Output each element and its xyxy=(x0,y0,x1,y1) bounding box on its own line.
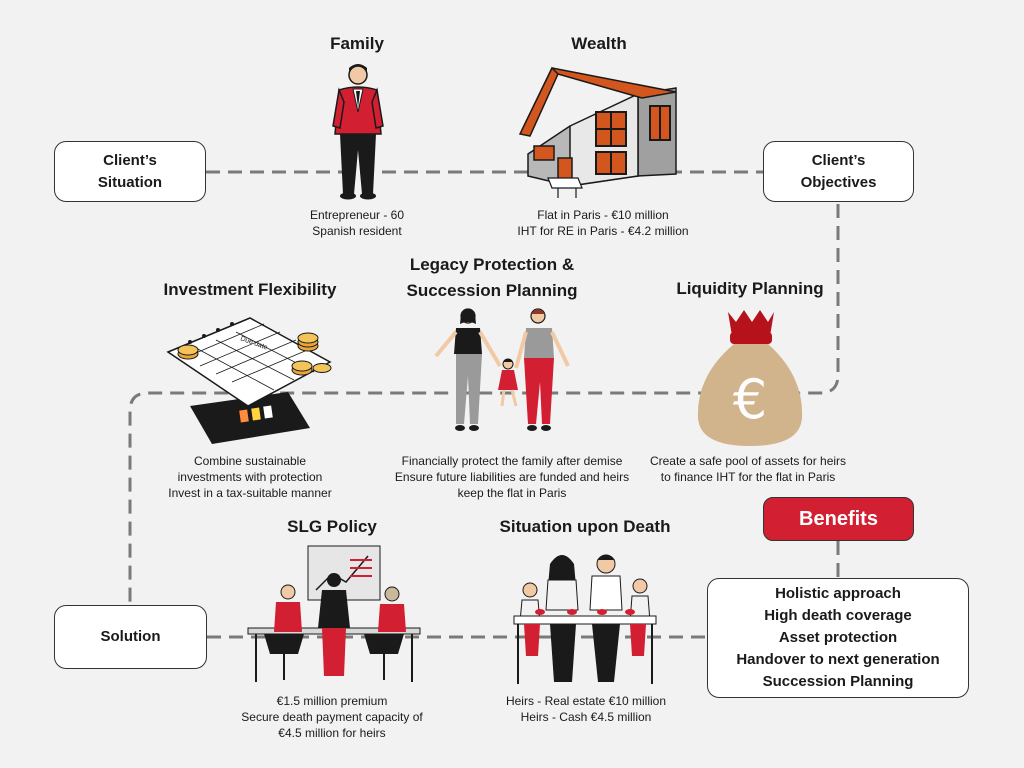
wealth-line: Flat in Paris - €10 million xyxy=(537,208,669,222)
death-line: Heirs - Cash €4.5 million xyxy=(520,710,652,724)
wealth-heading: Wealth xyxy=(571,34,627,53)
slg-heading: SLG Policy xyxy=(287,517,377,536)
benefit-item: Succession Planning xyxy=(762,673,914,690)
family-line: Spanish resident xyxy=(312,224,402,238)
investment-line: Combine sustainable xyxy=(193,454,307,468)
benefit-item: Holistic approach xyxy=(775,585,901,602)
family-dinner-icon xyxy=(513,554,657,684)
slg-line: €1.5 million premium xyxy=(276,694,388,708)
clients-situation-box: Client’s Situation xyxy=(54,141,206,202)
investment-line: Invest in a tax-suitable manner xyxy=(168,486,332,500)
family-line: Entrepreneur - 60 xyxy=(309,208,405,222)
benefit-item: High death coverage xyxy=(764,607,912,624)
death-caption: Heirs - Real estate €10 million Heirs - … xyxy=(484,693,688,725)
family-heading: Family xyxy=(330,34,384,53)
euro-symbol: € xyxy=(733,368,767,431)
calendar-coins-icon: Due date xyxy=(166,317,332,444)
wealth-caption: Flat in Paris - €10 million IHT for RE i… xyxy=(498,207,708,239)
benefit-item: Asset protection xyxy=(778,629,898,646)
investment-caption: Combine sustainable investments with pro… xyxy=(150,453,350,501)
clients-objectives-box: Client’s Objectives xyxy=(763,141,914,202)
legacy-caption: Financially protect the family after dem… xyxy=(380,453,644,501)
business-meeting-icon xyxy=(247,545,421,682)
slg-caption: €1.5 million premium Secure death paymen… xyxy=(222,693,442,741)
legacy-line: keep the flat in Paris xyxy=(457,486,567,500)
investment-line: investments with protection xyxy=(177,470,323,484)
liquidity-heading: Liquidity Planning xyxy=(676,279,824,298)
legacy-line: Financially protect the family after dem… xyxy=(401,454,623,468)
businessman-icon xyxy=(332,64,384,200)
slg-line: €4.5 million for heirs xyxy=(278,726,386,740)
legacy-line: Ensure future liabilities are funded and… xyxy=(394,470,630,484)
investment-heading: Investment Flexibility xyxy=(163,280,337,299)
legacy-heading: Legacy Protection & Succession Planning xyxy=(406,255,578,300)
benefits-list: Holistic approach High death coverage As… xyxy=(707,578,969,698)
liquidity-line: Create a safe pool of assets for heirs xyxy=(649,454,847,468)
middle-connector xyxy=(128,204,840,605)
family-walking-icon xyxy=(434,308,570,431)
wealth-line: IHT for RE in Paris - €4.2 million xyxy=(517,224,689,238)
solution-box: Solution xyxy=(54,605,207,669)
benefit-item: Handover to next generation xyxy=(736,651,940,668)
benefits-label: Benefits xyxy=(763,497,914,541)
death-line: Heirs - Real estate €10 million xyxy=(505,694,667,708)
slg-line: Secure death payment capacity of xyxy=(241,710,423,724)
money-bag-euro-icon: € xyxy=(697,310,803,446)
liquidity-line: to finance IHT for the flat in Paris xyxy=(660,470,836,484)
family-caption: Entrepreneur - 60 Spanish resident xyxy=(277,207,437,239)
modern-house-icon xyxy=(518,66,677,198)
death-heading: Situation upon Death xyxy=(499,517,671,536)
liquidity-caption: Create a safe pool of assets for heirs t… xyxy=(636,453,860,485)
